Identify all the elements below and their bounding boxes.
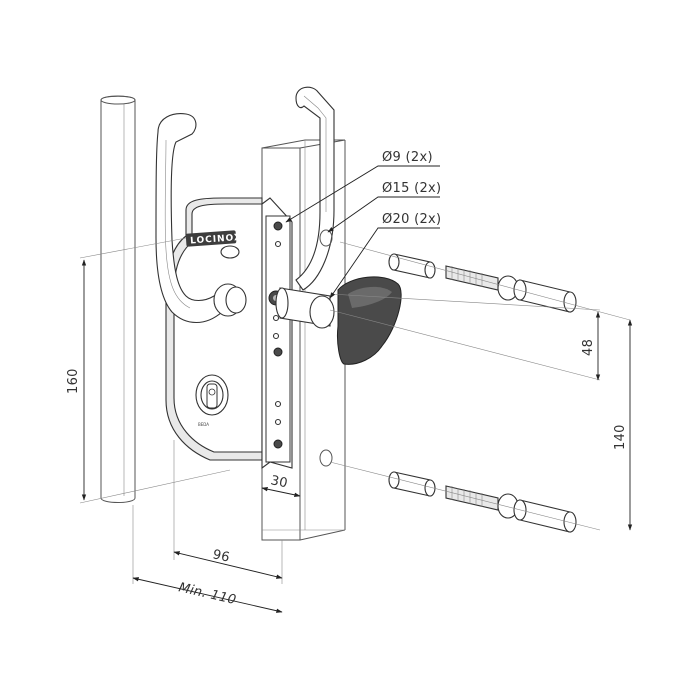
outside-handle — [155, 113, 247, 324]
inside-handle — [295, 86, 335, 291]
callout-hole-9: Ø9 (2x) — [382, 150, 433, 165]
dimension-30: 30 — [269, 473, 289, 491]
brand-label: LOCINOX — [190, 233, 242, 247]
front-plate — [261, 197, 293, 470]
dimension-lines — [81, 259, 633, 613]
cylinder-brand-label: BEDA — [198, 422, 209, 427]
lower-fastener-set — [388, 471, 577, 533]
lock-body: LOCINOX — [165, 197, 263, 461]
dimension-48: 48 — [581, 339, 596, 356]
dimension-140: 140 — [613, 424, 628, 450]
callout-hole-15: Ø15 (2x) — [382, 181, 441, 196]
dimension-min-110: Min. 110 — [177, 580, 237, 608]
callout-leaders — [285, 165, 440, 299]
upper-fastener-set — [388, 253, 577, 313]
profile-holes — [319, 229, 333, 467]
round-post — [100, 95, 136, 503]
dimension-96: 96 — [211, 547, 231, 565]
lock-cylinder: BEDA — [195, 374, 229, 427]
thumb-turn — [275, 276, 402, 365]
callout-hole-20: Ø20 (2x) — [382, 212, 441, 227]
dimension-160: 160 — [66, 368, 81, 394]
